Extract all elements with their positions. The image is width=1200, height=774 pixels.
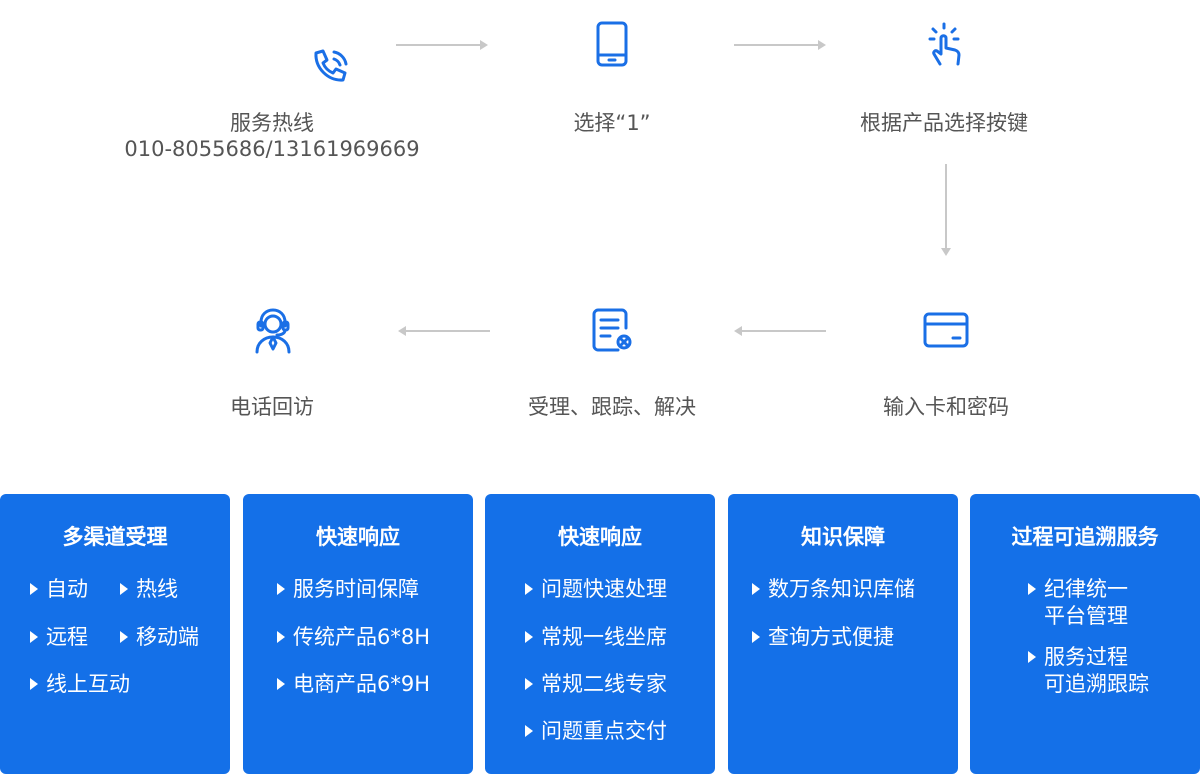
caret-right-icon xyxy=(120,583,128,595)
select-one-label: 选择“1” xyxy=(573,111,651,135)
list-item: 查询方式便捷 xyxy=(752,624,894,651)
caret-right-icon xyxy=(277,583,285,595)
list-item: 自动 xyxy=(30,576,88,603)
callback-label: 电话回访 xyxy=(230,395,314,419)
caret-right-icon xyxy=(1028,651,1036,663)
enter-card-label: 输入卡和密码 xyxy=(883,395,1009,419)
caret-right-icon xyxy=(30,678,38,690)
card-title: 知识保障 xyxy=(801,525,885,549)
headset-agent-icon xyxy=(249,306,297,354)
caret-right-icon xyxy=(525,725,533,737)
card-quick-response-1: 快速响应 服务时间保障 传统产品6*8H 电商产品6*9H xyxy=(243,494,473,774)
arrow-left-1 xyxy=(734,326,826,336)
card-title: 快速响应 xyxy=(558,525,642,549)
list-item: 移动端 xyxy=(120,624,199,651)
card-title: 过程可追溯服务 xyxy=(1011,525,1159,549)
caret-right-icon xyxy=(752,583,760,595)
phone-call-icon xyxy=(306,44,354,92)
card-icon xyxy=(922,306,970,354)
caret-right-icon xyxy=(1028,583,1036,595)
card-multi-channel: 多渠道受理 自动 热线 远程 移动端 线上互动 xyxy=(0,494,230,774)
list-item: 问题快速处理 xyxy=(525,576,667,603)
list-item: 电商产品6*9H xyxy=(277,671,430,698)
mobile-phone-icon xyxy=(588,20,636,68)
list-item: 线上互动 xyxy=(30,671,130,698)
list-item: 服务时间保障 xyxy=(277,576,419,603)
hotline-title: 服务热线 xyxy=(230,111,314,135)
list-item: 常规二线专家 xyxy=(525,671,667,698)
arrow-left-2 xyxy=(398,326,490,336)
caret-right-icon xyxy=(30,631,38,643)
arrow-right-2 xyxy=(734,40,826,50)
caret-right-icon xyxy=(277,631,285,643)
caret-right-icon xyxy=(525,583,533,595)
caret-right-icon xyxy=(525,631,533,643)
touch-press-icon xyxy=(922,20,970,68)
card-quick-response-2: 快速响应 问题快速处理 常规一线坐席 常规二线专家 问题重点交付 xyxy=(485,494,715,774)
document-settings-icon xyxy=(588,306,636,354)
handle-label: 受理、跟踪、解决 xyxy=(528,395,696,419)
select-key-label: 根据产品选择按键 xyxy=(860,111,1028,135)
card-knowledge: 知识保障 数万条知识库储 查询方式便捷 xyxy=(728,494,958,774)
caret-right-icon xyxy=(752,631,760,643)
card-title: 多渠道受理 xyxy=(62,525,168,549)
caret-right-icon xyxy=(277,678,285,690)
hotline-label: 服务热线 010-8055686/13161969669 xyxy=(112,110,432,162)
list-item: 传统产品6*8H xyxy=(277,624,430,651)
list-item: 常规一线坐席 xyxy=(525,624,667,651)
list-item: 数万条知识库储 xyxy=(752,576,915,603)
list-item: 纪律统一 平台管理 xyxy=(1028,576,1128,630)
list-item: 问题重点交付 xyxy=(525,718,667,745)
caret-right-icon xyxy=(525,678,533,690)
arrow-down xyxy=(941,164,951,256)
list-item: 远程 xyxy=(30,624,88,651)
arrow-right-1 xyxy=(396,40,488,50)
card-traceable: 过程可追溯服务 纪律统一 平台管理 服务过程 可追溯跟踪 xyxy=(970,494,1200,774)
hotline-number[interactable]: 010-8055686/13161969669 xyxy=(124,137,420,161)
caret-right-icon xyxy=(120,631,128,643)
card-title: 快速响应 xyxy=(316,525,400,549)
caret-right-icon xyxy=(30,583,38,595)
list-item: 服务过程 可追溯跟踪 xyxy=(1028,644,1149,698)
list-item: 热线 xyxy=(120,576,178,603)
